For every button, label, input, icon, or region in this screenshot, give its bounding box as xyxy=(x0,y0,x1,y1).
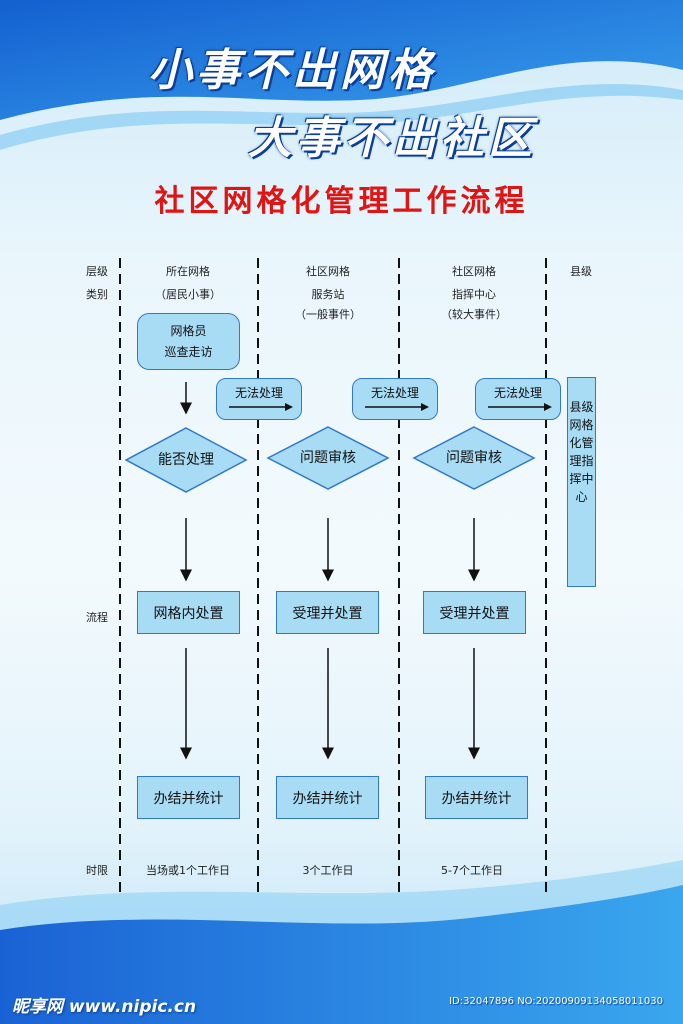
column-3-head-3: （较大事件） xyxy=(441,308,507,321)
node-escalate-1: 无法处理 xyxy=(216,378,302,420)
top-wave-highlight xyxy=(0,84,683,150)
row-label-process: 流程 xyxy=(86,611,108,624)
column-1-head-2: （居民小事） xyxy=(155,288,221,301)
footer-brand: 昵享网 www.nipic.cn xyxy=(12,997,197,1017)
review-2-label: 问题审核 xyxy=(300,450,356,466)
slogan-line-2: 大事不出社区 xyxy=(248,113,536,164)
node-handle-3: 受理并处置 xyxy=(423,591,526,634)
bottom-wave xyxy=(0,885,683,1024)
diamond-decide-1 xyxy=(124,427,248,493)
column-3-head-1: 社区网格 xyxy=(452,265,496,278)
node-start-patrol: 网格员 巡查走访 xyxy=(137,313,240,370)
escalate-2-label: 无法处理 xyxy=(370,386,419,400)
escalate-3-label: 无法处理 xyxy=(493,386,542,400)
time-limit-1: 当场或1个工作日 xyxy=(146,864,230,877)
review-3-label: 问题审核 xyxy=(446,450,502,466)
row-label-category: 类别 xyxy=(86,288,108,301)
node-handle-1: 网格内处置 xyxy=(137,591,240,634)
column-3-head-2: 指挥中心 xyxy=(452,288,496,301)
top-wave xyxy=(0,0,683,120)
column-2-head-3: （一般事件） xyxy=(295,308,361,321)
column-4-head-1: 县级 xyxy=(570,265,592,278)
node-close-1: 办结并统计 xyxy=(137,776,240,819)
escalate-3-arrow-icon xyxy=(488,403,552,411)
node-handle-2: 受理并处置 xyxy=(276,591,379,634)
time-limit-2: 3个工作日 xyxy=(302,864,354,877)
node-escalate-2: 无法处理 xyxy=(352,378,438,420)
escalate-1-arrow-icon xyxy=(229,403,293,411)
slogan-line-1: 小事不出网格 xyxy=(148,45,436,96)
row-label-time-limit: 时限 xyxy=(86,864,108,877)
column-2-head-1: 社区网格 xyxy=(306,265,350,278)
escalate-2-arrow-icon xyxy=(365,403,429,411)
column-2-head-2: 服务站 xyxy=(311,288,345,301)
node-close-2: 办结并统计 xyxy=(276,776,379,819)
decide-1-label: 能否处理 xyxy=(158,452,214,468)
diamond-review-2 xyxy=(266,426,390,490)
node-county-center: 县级网格化管理指挥中心 xyxy=(567,377,596,587)
page-title: 社区网格化管理工作流程 xyxy=(154,184,529,219)
node-close-3: 办结并统计 xyxy=(425,776,528,819)
escalate-1-label: 无法处理 xyxy=(234,386,283,400)
time-limit-3: 5-7个工作日 xyxy=(441,864,503,877)
footer-id: ID:32047896 NO:20200909134058011030 xyxy=(449,996,663,1007)
diamond-review-3 xyxy=(412,426,536,490)
row-label-level: 层级 xyxy=(86,265,108,278)
node-escalate-3: 无法处理 xyxy=(475,378,561,420)
column-1-head-1: 所在网格 xyxy=(166,265,210,278)
